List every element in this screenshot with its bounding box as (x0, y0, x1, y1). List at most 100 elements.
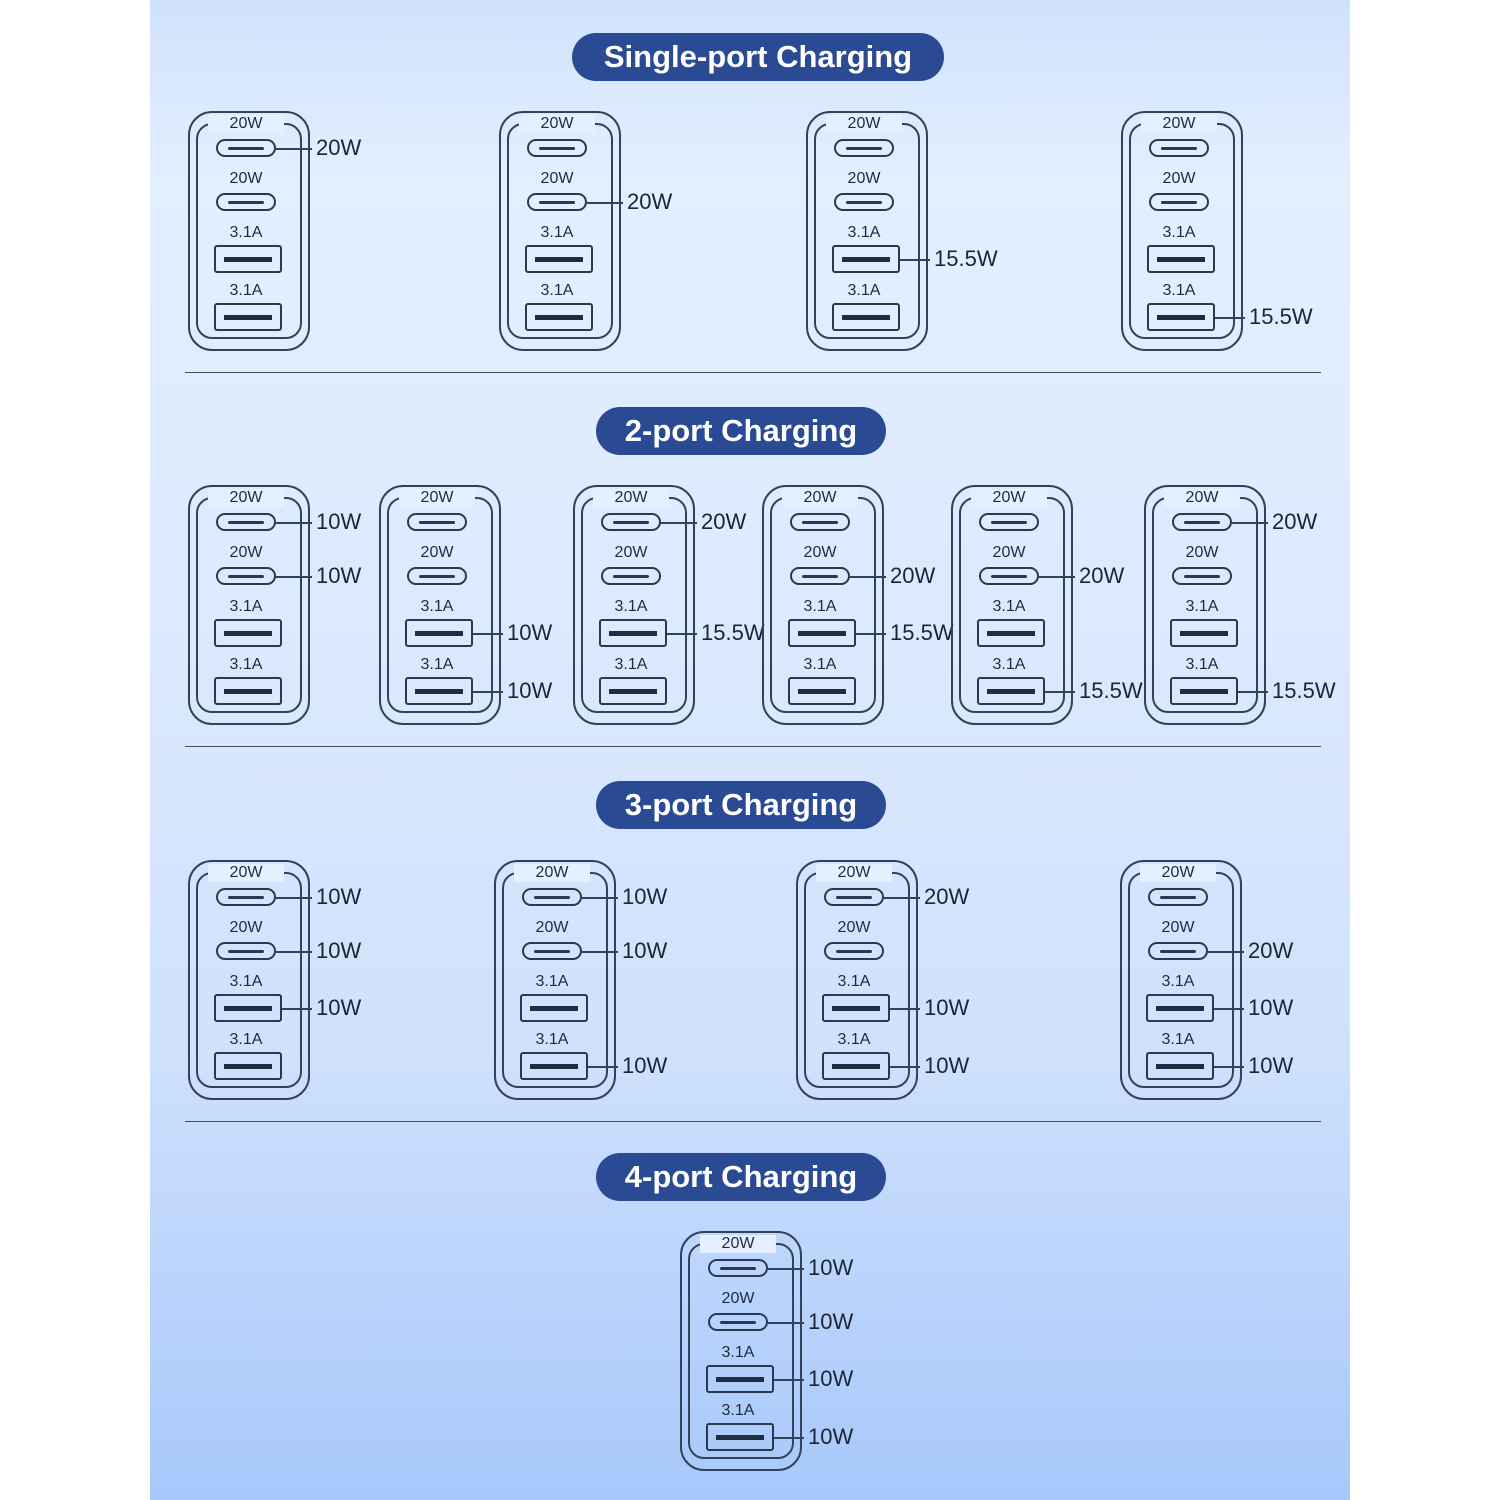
usba-port-2-icon (214, 303, 282, 331)
usbc-port-2-icon (1172, 567, 1232, 585)
port-label: 3.1A (540, 224, 574, 241)
usbc-port-2-icon (601, 567, 661, 585)
leader-line (856, 633, 886, 635)
output-wattage-label: 15.5W (1249, 304, 1313, 329)
output-wattage-label: 15.5W (701, 620, 765, 645)
output-wattage-label: 20W (1248, 938, 1294, 963)
usbc-port-1-icon (708, 1259, 768, 1277)
usbc-port-2-icon (216, 193, 276, 211)
port-label: 20W (1140, 864, 1216, 882)
output-wattage-label: 15.5W (1079, 678, 1143, 703)
port-slot (530, 1064, 578, 1069)
port-slot (224, 1064, 272, 1069)
port-slot (842, 315, 890, 320)
output-wattage-label: 10W (808, 1309, 854, 1334)
usbc-port-2-icon (834, 193, 894, 211)
output-wattage-label: 10W (316, 884, 362, 909)
leader-line (582, 897, 618, 899)
output-wattage-label: 15.5W (1272, 678, 1336, 703)
usbc-port-1-icon (1148, 888, 1208, 906)
output-wattage-label: 10W (924, 1053, 970, 1078)
leader-line (1039, 576, 1075, 578)
output-wattage-label: 10W (808, 1255, 854, 1280)
output-wattage-label: 15.5W (890, 620, 954, 645)
leader-line (1214, 1066, 1244, 1068)
usba-port-2-icon (405, 677, 473, 705)
section-divider (185, 746, 1321, 747)
port-label: 3.1A (229, 1031, 263, 1048)
port-label: 20W (420, 544, 454, 561)
charger-outline (796, 860, 918, 1100)
port-label: 3.1A (721, 1402, 755, 1419)
port-label: 20W (208, 489, 284, 507)
charger-outline (1120, 860, 1242, 1100)
port-label: 3.1A (614, 598, 648, 615)
output-wattage-label: 15.5W (934, 246, 998, 271)
port-label: 3.1A (1161, 973, 1195, 990)
port-label: 20W (1164, 489, 1240, 507)
port-slot (1184, 575, 1220, 578)
port-slot (1160, 950, 1196, 953)
port-slot (798, 631, 846, 636)
port-label: 3.1A (1162, 224, 1196, 241)
port-slot (224, 689, 272, 694)
port-slot (415, 689, 463, 694)
port-label: 20W (229, 170, 263, 187)
usba-port-1-icon (214, 994, 282, 1022)
port-label: 20W (1141, 115, 1217, 133)
port-slot (224, 1006, 272, 1011)
port-slot (224, 257, 272, 262)
port-slot (832, 1006, 880, 1011)
port-slot (1180, 689, 1228, 694)
port-label: 20W (971, 489, 1047, 507)
usba-port-2-icon (822, 1052, 890, 1080)
section-title: 2-port Charging (596, 407, 886, 455)
usbc-port-2-icon (216, 567, 276, 585)
port-label: 20W (1162, 170, 1196, 187)
port-label: 3.1A (229, 224, 263, 241)
port-slot (842, 257, 890, 262)
port-slot (228, 147, 264, 150)
usbc-port-2-icon (1149, 193, 1209, 211)
usbc-port-2-icon (527, 193, 587, 211)
usba-port-1-icon (822, 994, 890, 1022)
port-label: 20W (519, 115, 595, 133)
usbc-port-2-icon (1148, 942, 1208, 960)
usba-port-1-icon (977, 619, 1045, 647)
usba-port-2-icon (599, 677, 667, 705)
port-label: 20W (1185, 544, 1219, 561)
output-wattage-label: 10W (316, 563, 362, 588)
usba-port-2-icon (1146, 1052, 1214, 1080)
port-label: 3.1A (837, 973, 871, 990)
output-wattage-label: 20W (1079, 563, 1125, 588)
port-label: 3.1A (1185, 598, 1219, 615)
port-slot (991, 575, 1027, 578)
port-slot (609, 689, 657, 694)
usbc-port-1-icon (1172, 513, 1232, 531)
port-label: 20W (721, 1290, 755, 1307)
usbc-port-2-icon (216, 942, 276, 960)
leader-line (276, 951, 312, 953)
usbc-port-1-icon (1149, 139, 1209, 157)
port-slot (1156, 1006, 1204, 1011)
charger-outline (680, 1231, 802, 1471)
port-slot (415, 631, 463, 636)
port-label: 20W (399, 489, 475, 507)
port-slot (1184, 521, 1220, 524)
port-label: 20W (593, 489, 669, 507)
port-slot (1180, 631, 1228, 636)
port-label: 20W (229, 919, 263, 936)
port-slot (716, 1377, 764, 1382)
output-wattage-label: 10W (808, 1424, 854, 1449)
leader-line (900, 259, 930, 261)
usba-port-2-icon (520, 1052, 588, 1080)
usba-port-1-icon (405, 619, 473, 647)
leader-line (473, 691, 503, 693)
port-slot (613, 575, 649, 578)
usbc-port-1-icon (216, 513, 276, 531)
port-slot (228, 575, 264, 578)
